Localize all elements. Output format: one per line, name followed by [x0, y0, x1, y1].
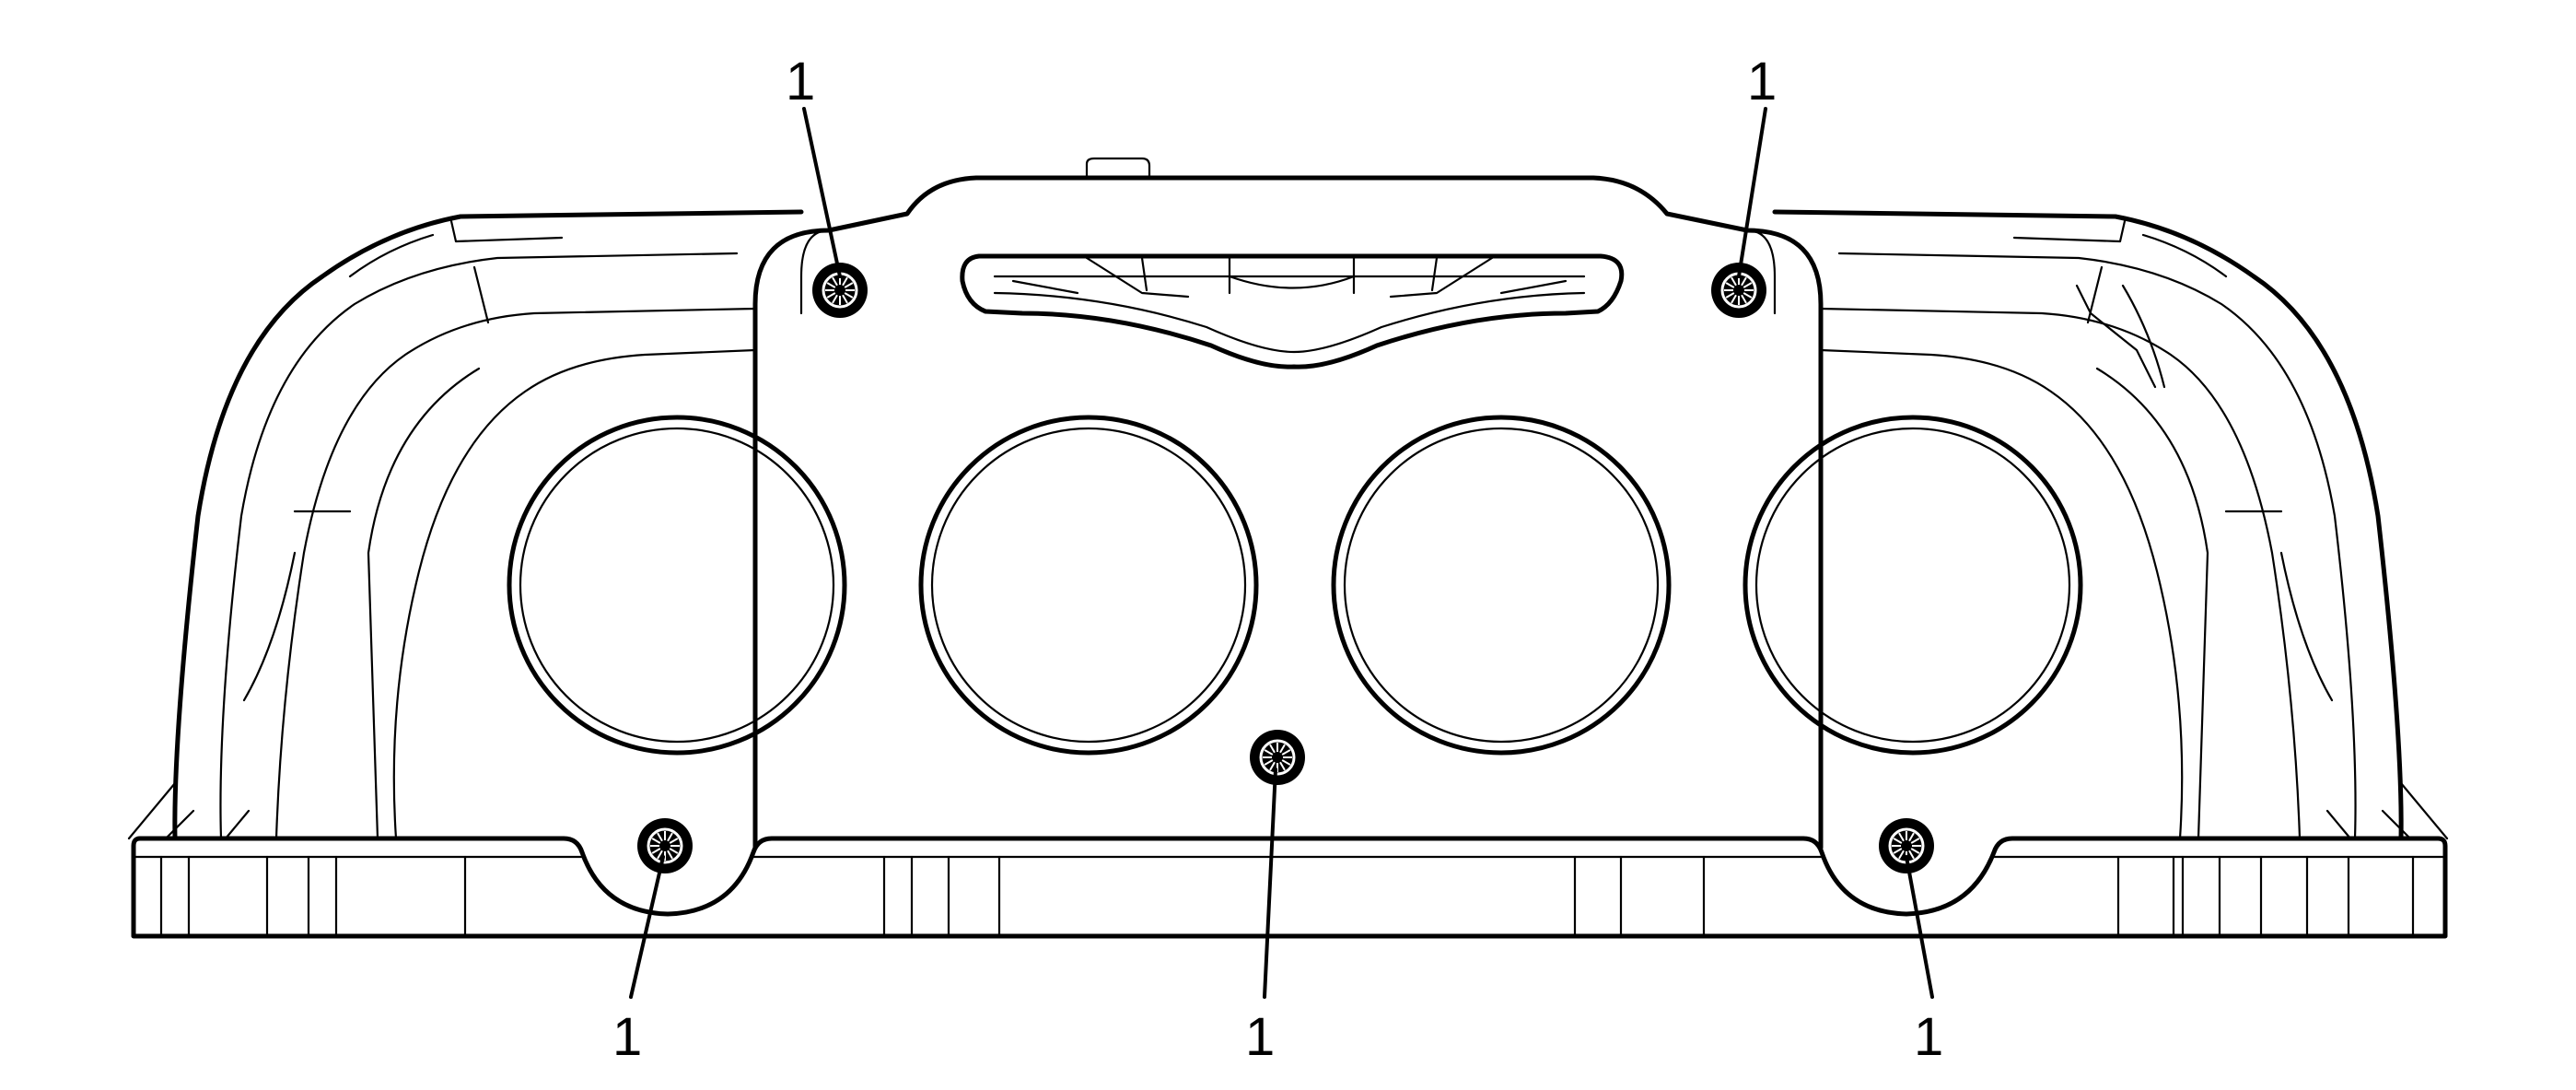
callout-label-bottom-center: 1	[1245, 1007, 1275, 1067]
exhaust-port-1	[507, 415, 847, 756]
callout-top-right: 1	[1737, 52, 1777, 278]
callout-bottom-right: 1	[1905, 855, 1943, 1067]
exhaust-ports	[507, 415, 2083, 756]
callout-label-top-left: 1	[786, 52, 815, 111]
callout-label-top-right: 1	[1747, 52, 1777, 111]
left-runner-body	[127, 209, 804, 841]
center-slot	[960, 253, 1625, 369]
bolt-bottom-center	[1250, 730, 1305, 785]
right-runner-body	[1772, 209, 2449, 841]
gasket-plate	[752, 157, 1824, 850]
bolt-group	[637, 263, 1934, 873]
bolt-bottom-right	[1879, 818, 1934, 873]
bolt-top-left	[812, 263, 868, 318]
exhaust-port-4	[1743, 415, 2083, 756]
callout-label-bottom-right: 1	[1914, 1007, 1943, 1067]
callout-label-bottom-left: 1	[612, 1007, 642, 1067]
base-flange	[131, 836, 2448, 939]
callout-top-left: 1	[786, 52, 842, 278]
callout-bottom-center: 1	[1245, 768, 1277, 1067]
exhaust-port-2	[918, 415, 1259, 756]
bolt-bottom-left	[637, 818, 693, 873]
exhaust-port-3	[1331, 415, 1672, 756]
callout-bottom-left: 1	[612, 855, 665, 1067]
